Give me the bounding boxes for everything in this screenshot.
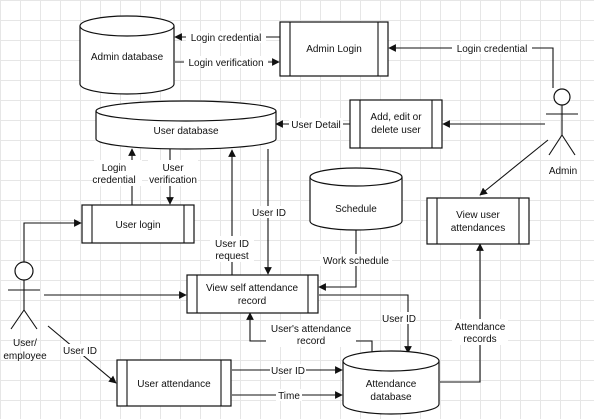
label-user-id-3: User ID <box>62 344 98 357</box>
admin-login-node: Admin Login <box>279 21 389 77</box>
svg-text:User attendance: User attendance <box>137 379 211 390</box>
user-actor-icon: User/ employee <box>3 261 47 362</box>
svg-text:Admin database: Admin database <box>91 52 164 63</box>
user-database-node: User database <box>95 100 277 150</box>
svg-text:Add, edit or: Add, edit or <box>370 112 422 123</box>
svg-text:User ID: User ID <box>63 346 97 357</box>
svg-text:Time: Time <box>278 391 300 402</box>
svg-text:attendances: attendances <box>451 223 506 234</box>
svg-text:Work schedule: Work schedule <box>323 256 389 267</box>
svg-text:record: record <box>297 336 325 347</box>
svg-text:User login: User login <box>115 220 160 231</box>
label-user-id-request: User ID request <box>210 236 254 262</box>
user-actor-label-2: employee <box>3 351 47 362</box>
svg-text:record: record <box>238 296 266 307</box>
edge-work-schedule <box>318 230 357 291</box>
svg-text:Login verification: Login verification <box>188 58 263 69</box>
edge-admin-to-view-attendances <box>479 139 549 196</box>
label-login-verification-1: Login verification <box>184 56 268 69</box>
label-login-credential-2: Login credential <box>452 42 532 55</box>
svg-text:records: records <box>463 334 496 345</box>
label-user-verification: User verification <box>148 160 198 186</box>
schedule-node: Schedule <box>309 167 403 231</box>
svg-text:User ID: User ID <box>271 366 305 377</box>
user-attendance-node: User attendance <box>116 359 232 407</box>
svg-text:User ID: User ID <box>215 239 249 250</box>
svg-text:User ID: User ID <box>252 208 286 219</box>
label-user-id-1: User ID <box>252 206 286 219</box>
label-user-id-4: User ID <box>270 364 306 377</box>
label-login-credential-1: Login credential <box>186 31 266 44</box>
label-users-attendance-record: User's attendance record <box>266 321 356 347</box>
svg-text:database: database <box>370 392 412 403</box>
edge-attendance-records <box>440 243 484 383</box>
svg-text:request: request <box>215 251 249 262</box>
svg-text:Admin Login: Admin Login <box>306 44 362 55</box>
svg-text:Login credential: Login credential <box>191 33 262 44</box>
svg-text:Schedule: Schedule <box>335 204 377 215</box>
svg-text:Login credential: Login credential <box>457 44 528 55</box>
svg-text:Login: Login <box>102 163 126 174</box>
admin-actor-label: Admin <box>549 166 577 177</box>
label-attendance-records: Attendance records <box>452 319 508 345</box>
admin-actor-icon: Admin <box>546 88 578 177</box>
svg-text:Attendance: Attendance <box>366 379 417 390</box>
svg-text:User database: User database <box>153 126 218 137</box>
svg-text:delete user: delete user <box>371 125 421 136</box>
svg-text:verification: verification <box>149 175 197 186</box>
attendance-database-node: Attendance database <box>342 350 440 415</box>
svg-text:Attendance: Attendance <box>455 322 506 333</box>
label-user-id-2: User ID <box>382 312 416 325</box>
view-user-attendances-node: View user attendances <box>426 197 530 245</box>
add-edit-delete-user-node: Add, edit or delete user <box>349 99 443 149</box>
user-actor-label-1: User/ <box>13 338 37 349</box>
edge-admin-login-credential <box>388 44 554 88</box>
svg-text:View user: View user <box>456 210 500 221</box>
svg-text:User ID: User ID <box>382 314 416 325</box>
admin-database-node: Admin database <box>79 15 175 95</box>
svg-text:credential: credential <box>92 175 135 186</box>
label-login-credential-3: Login credential <box>92 160 142 186</box>
svg-text:View self attendance: View self attendance <box>206 283 299 294</box>
view-self-attendance-node: View self attendance record <box>186 274 319 314</box>
svg-text:User's attendance: User's attendance <box>271 324 352 335</box>
svg-text:User: User <box>162 163 184 174</box>
edge-user-to-user-login <box>23 219 82 262</box>
edge-view-self-to-attendance-db <box>319 294 412 354</box>
user-login-node: User login <box>81 204 195 244</box>
label-work-schedule: Work schedule <box>320 254 392 267</box>
svg-text:User Detail: User Detail <box>291 120 340 131</box>
label-time: Time <box>276 389 302 402</box>
label-user-detail: User Detail <box>289 118 343 131</box>
